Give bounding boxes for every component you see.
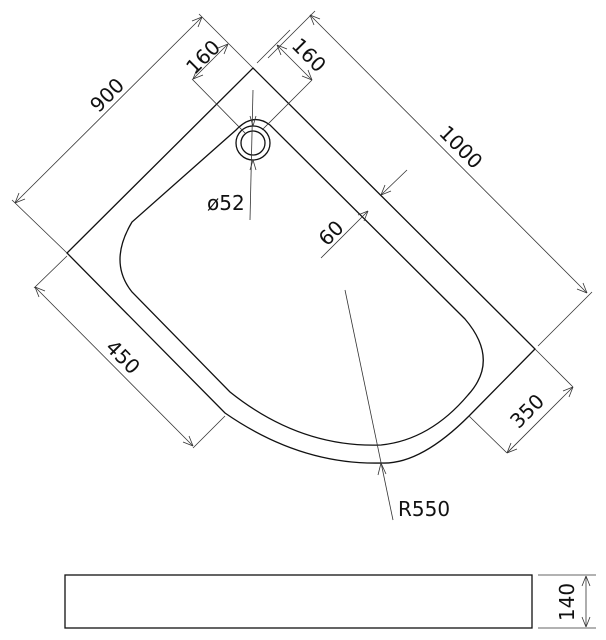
label-160-left: 160 [181,35,225,79]
dim-line-900 [14,16,203,204]
dim-line-450 [34,286,194,447]
label-450: 450 [101,335,145,379]
label-140: 140 [555,583,579,621]
waste-inner-circle [240,130,266,156]
dim-line-350 [506,386,574,454]
label-radius: R550 [398,497,450,521]
label-1000: 1000 [434,121,487,174]
label-waste-diameter: ø52 [207,191,245,215]
label-160-right: 160 [287,33,331,77]
label-350: 350 [505,389,549,433]
label-900: 900 [85,73,129,117]
tray-outer-outline [66,67,536,464]
dim-line-1000 [309,14,588,294]
tray-inner-basin [119,118,484,446]
label-60: 60 [314,216,349,251]
side-view-rect [64,574,533,629]
